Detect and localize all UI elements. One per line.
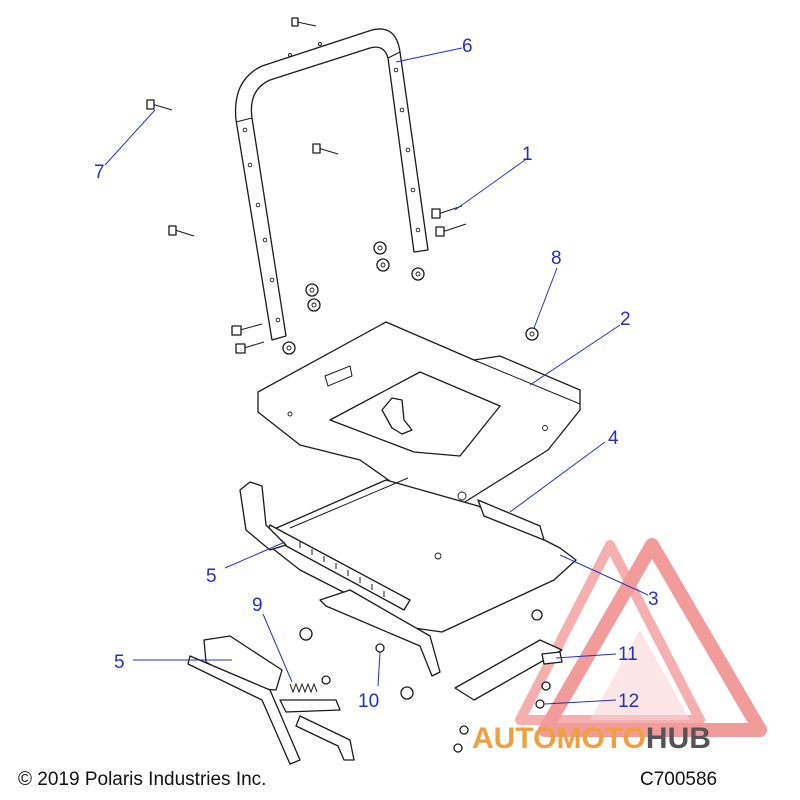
callouts: 1 2 3 4 5 5 6 7 8 9 10 11 12 — [94, 36, 659, 712]
callout-3: 3 — [559, 554, 659, 610]
callout-5b: 5 — [114, 652, 232, 673]
svg-text:1: 1 — [522, 144, 533, 165]
nut-group — [282, 241, 539, 355]
svg-text:7: 7 — [94, 162, 105, 183]
bracket — [454, 639, 563, 701]
diagram-code: C700586 — [640, 769, 718, 790]
svg-text:4: 4 — [608, 428, 619, 449]
callout-1: 1 — [454, 144, 533, 211]
bolt-lower-b — [235, 341, 265, 354]
seat-base-plate — [257, 321, 581, 506]
callout-8: 8 — [533, 248, 562, 329]
svg-text:6: 6 — [462, 36, 473, 57]
release-lever — [187, 589, 441, 765]
bolt-7 — [146, 99, 173, 111]
bolt-group — [146, 17, 467, 354]
backrest-tube-frame — [234, 28, 429, 341]
watermark-primary: AUTOMOTO — [472, 722, 646, 755]
svg-text:12: 12 — [618, 691, 639, 712]
svg-text:8: 8 — [551, 248, 562, 269]
bolt-mid — [312, 143, 339, 155]
bolt-left — [168, 225, 195, 237]
svg-text:5: 5 — [206, 566, 217, 587]
svg-text:9: 9 — [252, 595, 263, 616]
small-fastener-group — [299, 609, 551, 753]
callout-6: 6 — [395, 36, 473, 63]
svg-text:2: 2 — [620, 309, 631, 330]
bolt-lower-a — [231, 323, 263, 336]
callout-9: 9 — [252, 595, 293, 683]
svg-text:11: 11 — [618, 644, 638, 665]
seat-slider-frame — [239, 477, 577, 633]
copyright-notice: © 2019 Polaris Industries Inc. — [18, 769, 267, 790]
svg-text:10: 10 — [358, 691, 379, 712]
callout-5a: 5 — [206, 541, 286, 587]
callout-10: 10 — [358, 651, 381, 712]
spring — [289, 682, 318, 694]
bolt-top — [291, 17, 317, 27]
svg-text:3: 3 — [648, 589, 659, 610]
callout-4: 4 — [509, 428, 619, 513]
watermark-text: AUTOMOTOHUB — [472, 722, 711, 755]
callout-12: 12 — [544, 691, 639, 712]
watermark-logo — [515, 538, 767, 737]
callout-2: 2 — [529, 309, 631, 386]
slider-rail-teeth — [299, 542, 385, 597]
callout-7: 7 — [94, 109, 156, 183]
bolt-1b — [435, 223, 467, 237]
callout-11: 11 — [555, 644, 638, 665]
svg-text:5: 5 — [114, 652, 125, 673]
watermark-secondary: HUB — [646, 722, 711, 755]
